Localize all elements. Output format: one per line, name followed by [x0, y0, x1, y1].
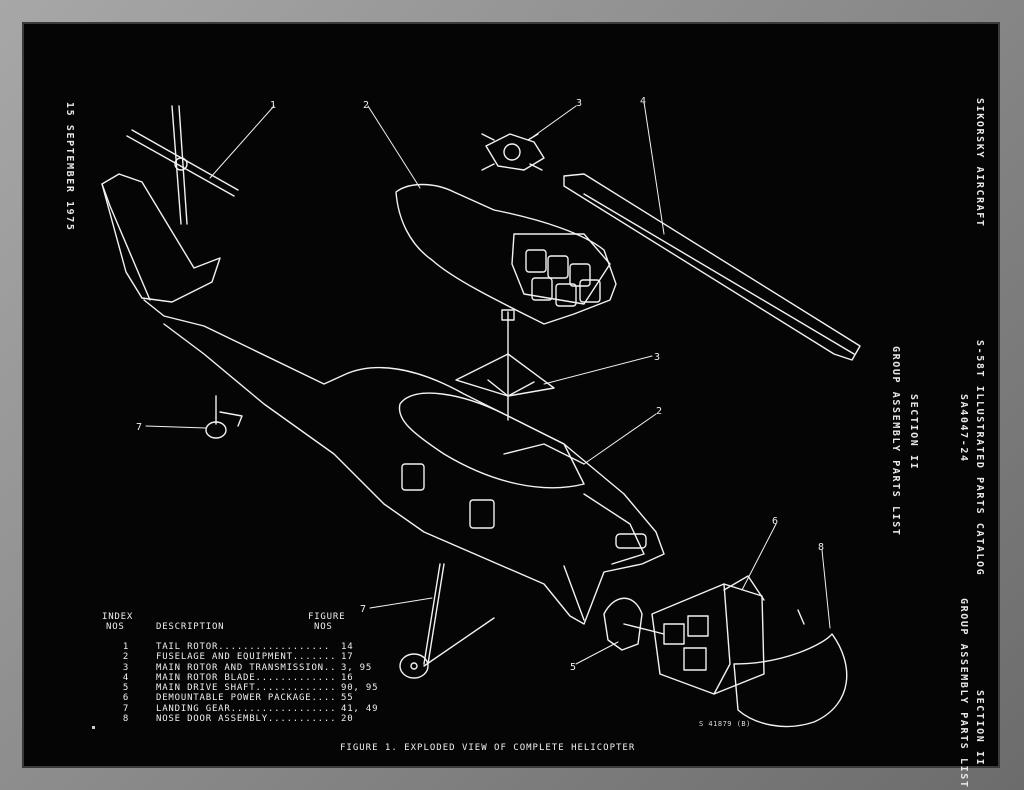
- legend-row: 4 MAIN ROTOR BLADE............. 16: [96, 673, 401, 683]
- callout-1: 1: [270, 100, 276, 111]
- row-index: 3: [122, 662, 130, 673]
- row-figure: 55: [341, 693, 354, 704]
- row-figure: 3, 95: [341, 662, 373, 673]
- row-figure: 41, 49: [341, 703, 379, 714]
- callout-7b: 7: [360, 604, 366, 615]
- row-description: LANDING GEAR.................: [156, 703, 337, 714]
- callout-3b: 3: [654, 352, 660, 363]
- row-index: 5: [122, 683, 130, 694]
- row-description: DEMOUNTABLE POWER PACKAGE....: [156, 693, 337, 704]
- callout-2b: 2: [656, 406, 662, 417]
- row-description: FUSELAGE AND EQUIPMENT.......: [156, 652, 337, 663]
- leader-lines: [145, 101, 831, 665]
- page-mark: [92, 726, 95, 729]
- row-description: NOSE DOOR ASSEMBLY...........: [156, 714, 337, 725]
- row-index: 8: [122, 714, 130, 725]
- callout-8: 8: [818, 542, 824, 553]
- row-figure: 16: [341, 672, 354, 683]
- legend-row: 1 TAIL ROTOR.................. 14: [96, 642, 401, 652]
- date-label: 15 SEPTEMBER 1975: [64, 102, 75, 232]
- catalog-number: SA4047-24: [958, 394, 969, 463]
- power-package-part: [651, 575, 765, 695]
- index-header-1: INDEX: [102, 612, 134, 622]
- row-index: 7: [122, 703, 130, 714]
- row-figure: 14: [341, 642, 354, 652]
- transmission-part: [455, 309, 555, 421]
- row-description: MAIN ROTOR BLADE.............: [156, 672, 337, 683]
- legend-row: 2 FUSELAGE AND EQUIPMENT....... 17: [96, 652, 401, 662]
- row-index: 1: [122, 642, 130, 652]
- row-index: 6: [122, 693, 130, 704]
- row-index: 2: [122, 652, 130, 663]
- figure-header-1: FIGURE: [308, 612, 346, 622]
- section-label: SECTION II: [908, 394, 919, 471]
- callout-7: 7: [136, 422, 142, 433]
- description-header: DESCRIPTION: [156, 622, 225, 632]
- row-index: 4: [122, 672, 130, 683]
- callout-6: 6: [772, 516, 778, 527]
- main-rotor-blade-part: [563, 173, 861, 361]
- row-description: MAIN ROTOR AND TRANSMISSION..: [156, 662, 337, 673]
- edge-section-label: SECTION II: [974, 690, 985, 767]
- callout-numbers: 1 2 3 4 3 2 7 7 5 6 8: [136, 96, 824, 673]
- row-figure: 90, 95: [341, 683, 379, 694]
- callout-5: 5: [570, 662, 576, 673]
- legend-row: 5 MAIN DRIVE SHAFT............. 90, 95: [96, 683, 401, 693]
- tail-rotor-part: [126, 105, 239, 225]
- row-figure: 20: [341, 714, 354, 725]
- exploded-view-drawing: [101, 101, 861, 728]
- drive-shaft-part: [603, 597, 665, 651]
- figure-header-2: NOS: [314, 622, 333, 632]
- fuselage-part: [101, 173, 665, 625]
- callout-4: 4: [640, 96, 646, 107]
- main-gear-part: [399, 563, 495, 679]
- row-figure: 17: [341, 652, 354, 663]
- nose-door-part: [733, 609, 848, 728]
- rotor-head-part: [481, 133, 545, 171]
- catalog-title: S-58T ILLUSTRATED PARTS CATALOG: [974, 340, 985, 577]
- company-label: SIKORSKY AIRCRAFT: [974, 98, 985, 228]
- upper-fairing-part: [395, 183, 617, 325]
- drawing-number: S 41879 (B): [699, 720, 751, 728]
- row-description: MAIN DRIVE SHAFT.............: [156, 683, 337, 694]
- legend-row: 8 NOSE DOOR ASSEMBLY........... 20: [96, 714, 401, 724]
- figure-caption: FIGURE 1. EXPLODED VIEW OF COMPLETE HELI…: [340, 743, 636, 753]
- section-title: GROUP ASSEMBLY PARTS LIST: [890, 346, 901, 537]
- callout-3: 3: [576, 98, 582, 109]
- catalog-sheet: 15 SEPTEMBER 1975 SIKORSKY AIRCRAFT S-58…: [22, 22, 1000, 789]
- row-description: TAIL ROTOR..................: [156, 642, 331, 652]
- tail-gear-part: [205, 395, 243, 439]
- callout-2: 2: [363, 100, 369, 111]
- legend-row: 7 LANDING GEAR................. 41, 49: [96, 704, 401, 714]
- parts-index-legend: INDEX NOS DESCRIPTION FIGURE NOS 1 TAIL R…: [96, 612, 401, 724]
- index-header-2: NOS: [106, 622, 125, 632]
- legend-row: 6 DEMOUNTABLE POWER PACKAGE.... 55: [96, 693, 401, 703]
- edge-section-title: GROUP ASSEMBLY PARTS LIST: [958, 598, 969, 789]
- legend-row: 3 MAIN ROTOR AND TRANSMISSION.. 3, 95: [96, 663, 401, 673]
